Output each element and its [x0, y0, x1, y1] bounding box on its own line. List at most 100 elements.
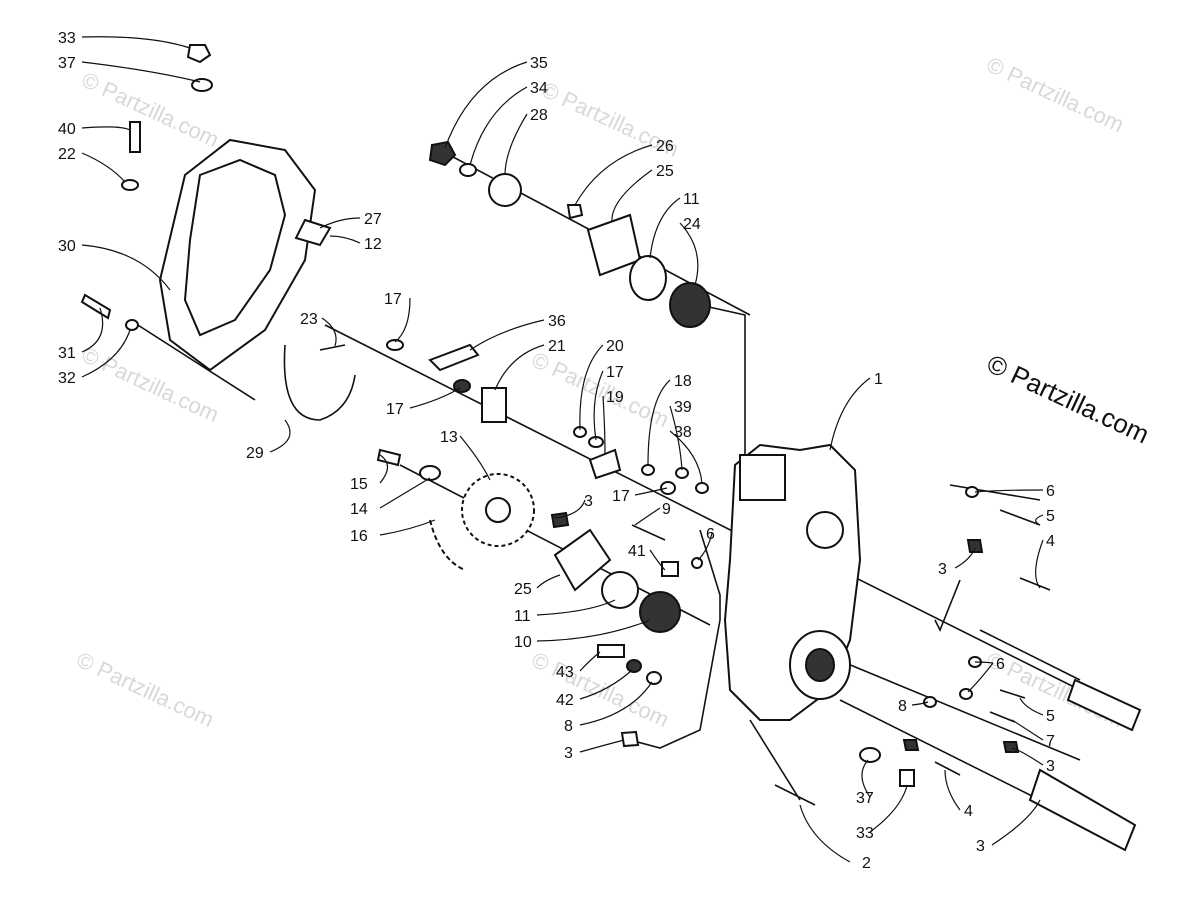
bolt-part — [989, 711, 1016, 723]
callout-41: 41 — [628, 543, 646, 560]
washer-part — [859, 747, 881, 763]
stud-part — [631, 524, 666, 541]
washer-part — [386, 339, 404, 351]
callout-18: 18 — [674, 373, 692, 390]
nut-part — [966, 539, 984, 553]
gear-hub-part — [485, 497, 511, 523]
callout-6: 6 — [1046, 483, 1055, 500]
callout-27: 27 — [364, 211, 382, 228]
callout-42: 42 — [556, 692, 574, 709]
callout-28: 28 — [530, 107, 548, 124]
callout-38: 38 — [674, 424, 692, 441]
snap-ring-part — [629, 255, 667, 301]
callout-3: 3 — [938, 561, 947, 578]
brand-mark: © Partzilla.com — [982, 348, 1153, 449]
callout-6: 6 — [996, 656, 1005, 673]
o-ring-part — [121, 179, 139, 191]
bearing-part — [639, 591, 681, 633]
callout-33: 33 — [856, 825, 874, 842]
bolt-part — [999, 509, 1041, 526]
washer-part — [923, 696, 937, 708]
washer-part — [626, 659, 642, 673]
callout-12: 12 — [364, 236, 382, 253]
callout-25: 25 — [656, 163, 674, 180]
callout-4: 4 — [964, 803, 973, 820]
callout-39: 39 — [674, 399, 692, 416]
bolt-part — [80, 293, 112, 320]
bolt-part — [774, 784, 816, 806]
watermark: © Partzilla.com — [73, 647, 218, 732]
washer-part — [419, 465, 441, 481]
callout-15: 15 — [350, 476, 368, 493]
bolt-part — [999, 689, 1026, 699]
callout-8: 8 — [898, 698, 907, 715]
cover-inner-part — [183, 158, 287, 337]
callout-40: 40 — [58, 121, 76, 138]
cap-screw-part — [899, 769, 915, 787]
bearing-part — [669, 282, 711, 328]
cap-screw-part — [186, 44, 212, 64]
callout-29: 29 — [246, 445, 264, 462]
parts — [80, 44, 1142, 852]
callout-9: 9 — [662, 501, 671, 518]
callout-8: 8 — [564, 718, 573, 735]
callout-4: 4 — [1046, 533, 1055, 550]
washer-part — [691, 557, 703, 569]
callout-32: 32 — [58, 370, 76, 387]
callout-7: 7 — [1046, 733, 1055, 750]
lock-washer-part — [125, 319, 139, 331]
watermark: © Partzilla.com — [983, 52, 1128, 137]
bearing-retainer-part — [553, 528, 612, 592]
callout-37: 37 — [58, 55, 76, 72]
callout-36: 36 — [548, 313, 566, 330]
nut-part — [1002, 741, 1020, 753]
window-plate-part — [294, 218, 332, 247]
callout-6: 6 — [706, 526, 715, 543]
callout-17: 17 — [384, 291, 402, 308]
callout-35: 35 — [530, 55, 548, 72]
housing-shaft-part — [805, 648, 835, 682]
spring-clip-part — [283, 344, 356, 421]
chain-part — [429, 519, 466, 571]
callout-14: 14 — [350, 501, 368, 518]
nut-part — [566, 204, 584, 220]
callout-13: 13 — [440, 429, 458, 446]
callout-21: 21 — [548, 338, 566, 355]
callout-25: 25 — [514, 581, 532, 598]
callout-3: 3 — [584, 493, 593, 510]
nut-part — [428, 140, 457, 167]
callout-17: 17 — [606, 364, 624, 381]
driven-shaft-part — [1028, 768, 1137, 852]
callout-3: 3 — [564, 745, 573, 762]
callouts: 33 37 40 22 30 31 32 27 12 23 29 35 34 2… — [58, 30, 1055, 872]
adjuster-bolt-part — [428, 343, 480, 372]
bolt-part — [376, 448, 402, 467]
nut-part — [902, 739, 920, 751]
callout-26: 26 — [656, 138, 674, 155]
snap-ring-part — [601, 571, 639, 609]
callout-16: 16 — [350, 528, 368, 545]
callout-3: 3 — [976, 838, 985, 855]
nut-part — [550, 511, 570, 529]
drive-shaft-part — [1066, 678, 1142, 732]
callout-24: 24 — [683, 216, 701, 233]
callout-43: 43 — [556, 664, 574, 681]
callout-2: 2 — [862, 855, 871, 872]
washer-part — [459, 163, 477, 177]
washer-part — [695, 482, 709, 494]
nut-part — [620, 730, 640, 748]
callout-17: 17 — [386, 401, 404, 418]
callout-20: 20 — [606, 338, 624, 355]
callout-5: 5 — [1046, 708, 1055, 725]
callout-5: 5 — [1046, 508, 1055, 525]
roller-part — [481, 387, 507, 423]
dipstick-part — [129, 121, 141, 153]
callout-10: 10 — [514, 634, 532, 651]
housing-mount-part — [739, 454, 786, 501]
callout-23: 23 — [300, 311, 318, 328]
sprocket-part — [488, 173, 522, 207]
callout-33: 33 — [58, 30, 76, 47]
callout-11: 11 — [514, 608, 531, 625]
callout-34: 34 — [530, 80, 548, 97]
